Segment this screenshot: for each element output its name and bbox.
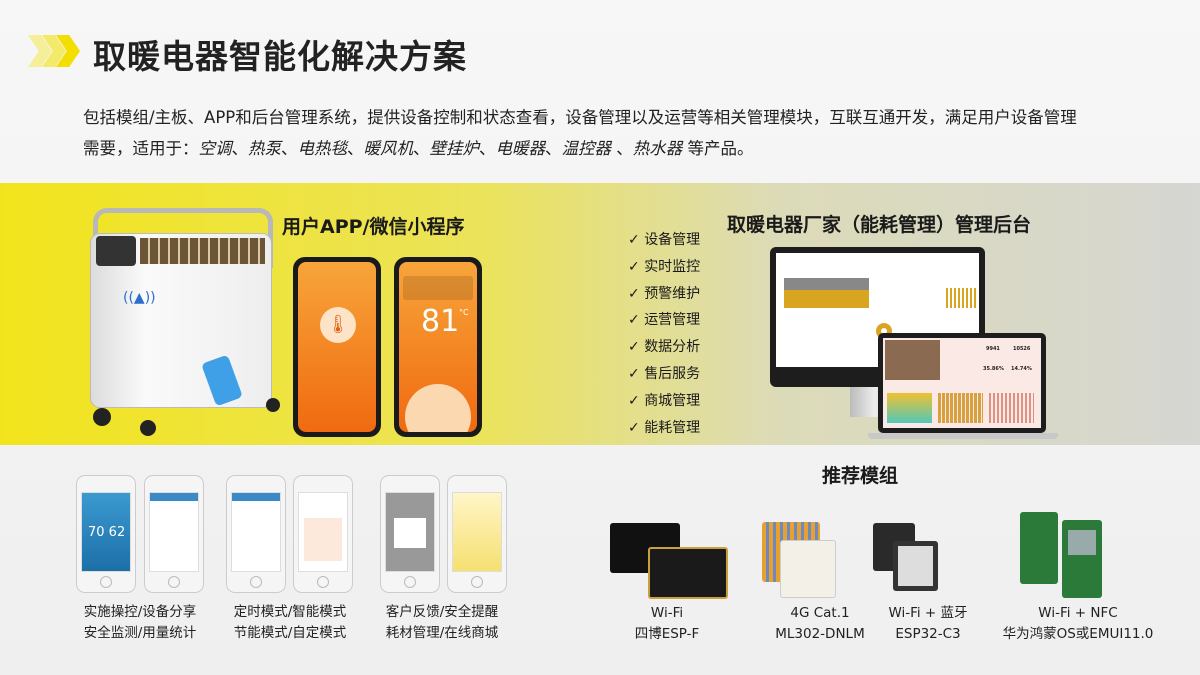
app-feature-caption: 客户反馈/安全提醒耗材管理/在线商城 — [385, 604, 499, 641]
checklist-item: ✓ 数据分析 — [628, 339, 701, 356]
app-screenshot — [144, 475, 204, 593]
backend-title: 取暖电器厂家（能耗管理）管理后台 — [727, 214, 1032, 236]
checklist-item: ✓ 商城管理 — [628, 392, 701, 409]
esp32-c3-module-image — [893, 541, 938, 591]
ml302-module-image — [780, 540, 836, 598]
stat-value: 35.86% — [983, 366, 1004, 372]
checklist-item: ✓ 运营管理 — [628, 312, 701, 329]
modules-title: 推荐模组 — [822, 465, 899, 487]
app-feature-caption: 定时模式/智能模式节能模式/自定模式 — [233, 604, 347, 641]
checklist-item: ✓ 售后服务 — [628, 365, 701, 382]
product: 温控器 — [561, 139, 612, 158]
heater-image: ((▲)) — [88, 208, 283, 438]
product: 热泵 — [248, 139, 281, 158]
gauge-value: 70 62 — [88, 525, 126, 540]
wifi-logo-icon: ((▲)) — [123, 290, 156, 306]
feature-checklist: ✓ 设备管理 ✓ 实时监控 ✓ 预警维护 ✓ 运营管理 ✓ 数据分析 ✓ 售后服… — [628, 229, 700, 443]
temperature-unit: °C — [459, 308, 469, 317]
app-screenshot — [226, 475, 286, 593]
laptop-mockup: 9941 10526 35.86% 14.74% — [878, 333, 1046, 433]
stat-value: 10526 — [1013, 346, 1031, 352]
esp-f-module-image — [648, 547, 728, 599]
nfc-module-image — [1062, 520, 1102, 598]
product: 电热毯 — [297, 139, 348, 158]
app-screenshot: 70 62 — [76, 475, 136, 593]
app-screenshot — [293, 475, 353, 593]
product: 热水器 — [632, 139, 683, 158]
app-phone-mockup: 🌡 — [293, 257, 381, 437]
app-feature-caption: 实施操控/设备分享安全监测/用量统计 — [83, 604, 197, 641]
nfc-module-image — [1020, 512, 1058, 584]
stat-value: 9941 — [986, 346, 1000, 352]
thermometer-icon: 🌡 — [320, 307, 356, 343]
product: 电暖器 — [495, 139, 546, 158]
page-title: 取暖电器智能化解决方案 — [93, 37, 467, 76]
product: 空调 — [198, 139, 232, 158]
checklist-item: ✓ 预警维护 — [628, 285, 701, 302]
intro-prefix: 需要，适用于： — [83, 139, 199, 158]
temperature-value: 81 — [421, 304, 460, 339]
intro-line-1: 包括模组/主板、APP和后台管理系统，提供设备控制和状态查看，设备管理以及运营等… — [83, 108, 1077, 127]
app-screenshot — [447, 475, 507, 593]
app-section-title: 用户APP/微信小程序 — [282, 216, 465, 238]
app-screenshot — [380, 475, 440, 593]
product: 壁挂炉 — [429, 139, 480, 158]
app-phone-mockup: 81 °C — [394, 257, 482, 437]
checklist-item: ✓ 能耗管理 — [628, 419, 701, 436]
stat-value: 14.74% — [1011, 366, 1032, 372]
intro-line-2: 需要，适用于：空调、热泵、电热毯、暖风机、壁挂炉、电暖器、温控器 、热水器 等产… — [83, 139, 754, 158]
checklist-item: ✓ 设备管理 — [628, 232, 701, 248]
intro-suffix: 等产品。 — [687, 139, 754, 158]
product: 暖风机 — [363, 139, 414, 158]
checklist-item: ✓ 实时监控 — [628, 258, 701, 275]
